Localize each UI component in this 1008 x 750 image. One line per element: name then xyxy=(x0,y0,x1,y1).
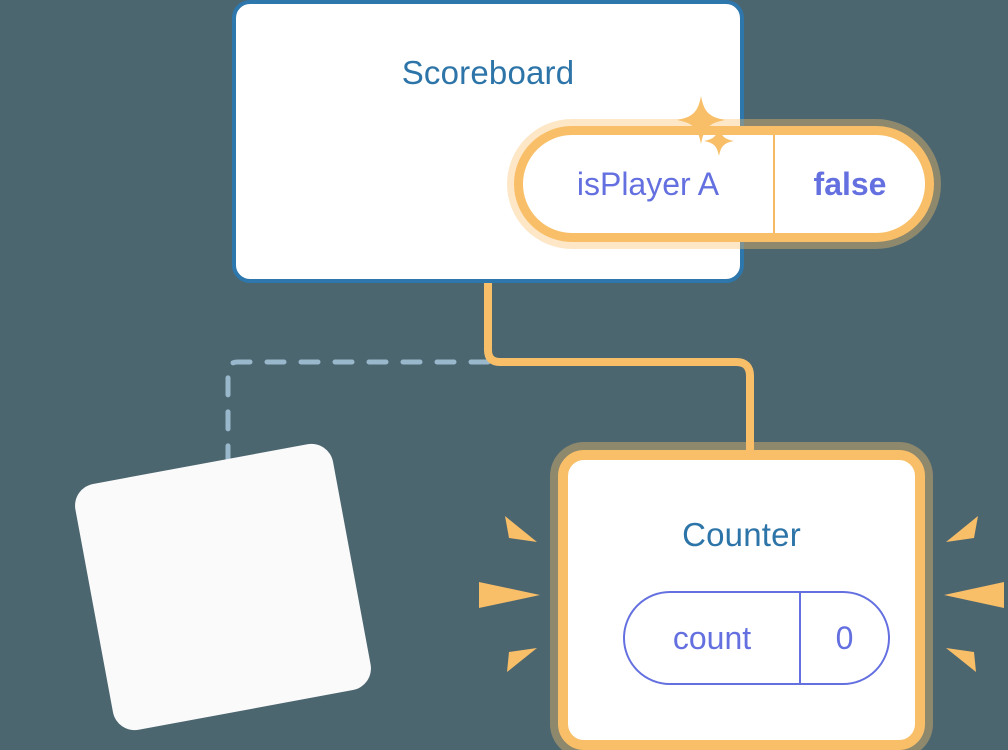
card-counter-title: Counter xyxy=(682,516,801,553)
pill-count-key: count xyxy=(672,619,752,656)
pill-isplayer-a[interactable]: isPlayer A false xyxy=(514,126,934,242)
sparkle-large-icon xyxy=(677,96,725,144)
dashed-connector-blank-card xyxy=(225,359,491,483)
burst-ray xyxy=(946,648,976,672)
burst-ray xyxy=(507,648,537,672)
pill-divider xyxy=(799,593,801,683)
burst-ray xyxy=(944,582,1004,608)
card-scoreboard-title: Scoreboard xyxy=(401,54,575,91)
pill-count[interactable]: count 0 xyxy=(623,591,890,685)
pill-isplayer-a-key: isPlayer A xyxy=(576,165,720,202)
card-scoreboard[interactable]: Scoreboard isPlayer A false xyxy=(232,0,934,283)
sparkle-small-icon xyxy=(704,126,734,156)
solid-connector-counter-card xyxy=(484,282,754,460)
burst-ray xyxy=(479,582,540,608)
pill-count-value: 0 xyxy=(835,619,854,656)
card-counter[interactable]: Counter count 0 xyxy=(558,450,925,750)
pill-isplayer-a-value: false xyxy=(813,165,887,202)
burst-ray xyxy=(505,516,537,542)
pill-divider xyxy=(773,135,775,233)
burst-ray xyxy=(946,516,978,542)
